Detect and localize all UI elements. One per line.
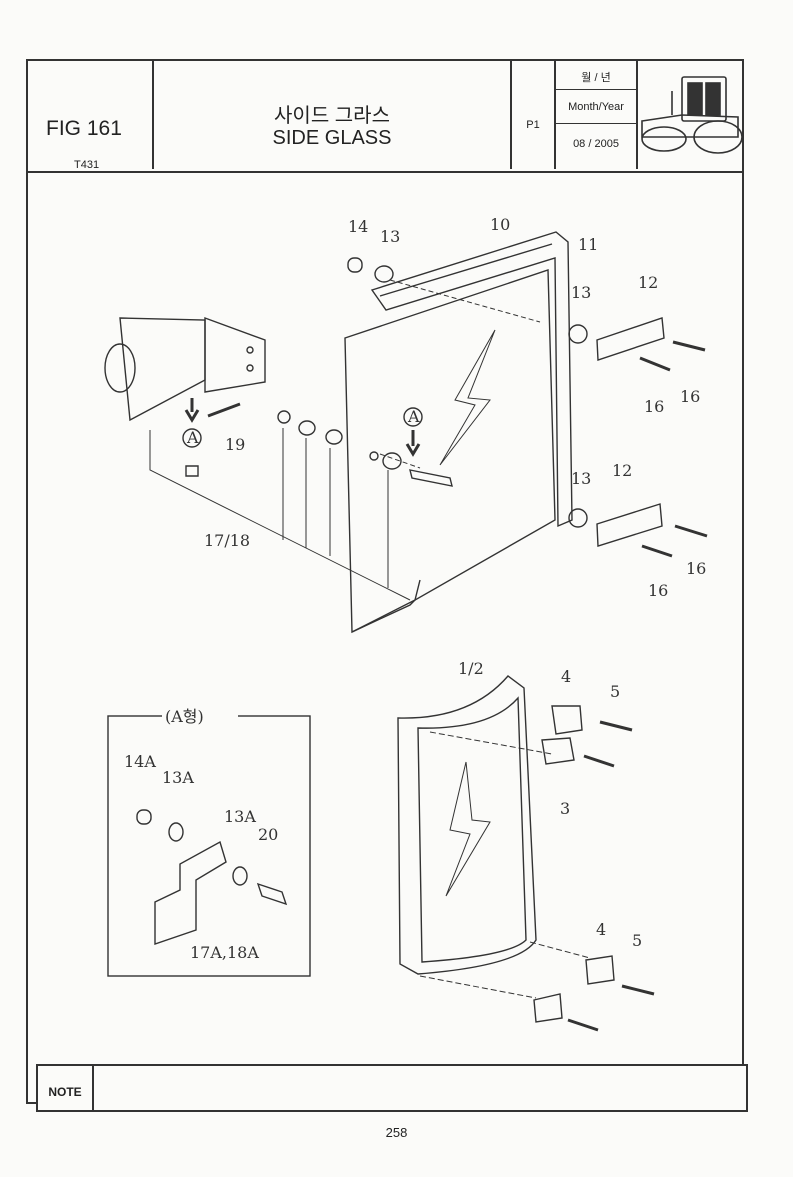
- date-divider: [556, 123, 636, 124]
- glare-mark: [445, 761, 491, 897]
- washer-13: [568, 324, 588, 344]
- callout-13a: 13A: [162, 768, 194, 787]
- handle-grip: [104, 343, 136, 393]
- callout-5: 5: [610, 682, 620, 701]
- nut-a: [185, 465, 199, 477]
- nut-14a: [136, 809, 152, 825]
- callout-17a-18a: 17A,18A: [190, 943, 259, 962]
- callout-11: 11: [578, 235, 598, 254]
- callout-4: 4: [596, 920, 606, 939]
- title-korean: 사이드 그라스: [274, 105, 390, 127]
- note-label: NOTE: [38, 1066, 94, 1110]
- callout-12: 12: [638, 273, 658, 292]
- callout-5: 5: [632, 931, 642, 950]
- tractor-icon-cell: [638, 61, 744, 169]
- callout-14: 14: [348, 217, 368, 236]
- glass-seal-frame: [370, 231, 573, 528]
- screw-16: [639, 356, 671, 372]
- nut-14: [347, 257, 363, 273]
- screw-5: [621, 984, 655, 996]
- callout-13: 13: [380, 227, 400, 246]
- title-block: FIG 161 T431 사이드 그라스 SIDE GLASS P1 월 / 년…: [28, 61, 744, 173]
- panel-edge: [351, 579, 421, 633]
- title-cell: 사이드 그라스 SIDE GLASS: [154, 61, 512, 169]
- screw-5: [599, 720, 633, 732]
- page-code-cell: P1: [512, 61, 556, 169]
- page-number: 258: [385, 1125, 408, 1140]
- callout-13: 13: [571, 283, 591, 302]
- screw-16: [672, 340, 706, 352]
- note-row: NOTE: [36, 1064, 748, 1112]
- callout-10: 10: [490, 215, 510, 234]
- hinge-12-lower: [596, 503, 663, 547]
- date-cell: 월 / 년 Month/Year 08 / 2005: [556, 61, 638, 169]
- figure-number: FIG 161: [46, 117, 122, 140]
- date-label-korean: 월 / 년: [581, 72, 611, 84]
- page-code: P1: [526, 119, 540, 131]
- callout-16: 16: [680, 387, 700, 406]
- curved-glass-inner: [417, 696, 527, 963]
- callout-12: 12: [612, 461, 632, 480]
- glass-panel: [344, 269, 556, 634]
- washer-13a: [232, 866, 248, 886]
- arrow-down-icon: [184, 398, 200, 423]
- date-value: 08 / 2005: [573, 138, 619, 150]
- screw-16: [674, 524, 708, 538]
- bracket-17a-18a: [154, 840, 227, 945]
- callout-4: 4: [561, 667, 571, 686]
- callout-17-18: 17/18: [204, 531, 250, 550]
- callout-3: 3: [560, 799, 570, 818]
- washer-13a: [168, 822, 184, 842]
- bracket-4-upper: [541, 737, 575, 765]
- callout-a: A: [186, 428, 199, 447]
- figure-cell: FIG 161 T431: [28, 61, 154, 171]
- bracket-4-lower: [533, 993, 563, 1023]
- title-english: SIDE GLASS: [272, 127, 392, 149]
- bracket-4-lower: [585, 955, 615, 985]
- screw-5: [567, 1018, 599, 1032]
- arrow-down-icon: [405, 430, 421, 457]
- date-label-english: Month/Year: [568, 101, 624, 113]
- bracket-4-upper: [551, 705, 583, 735]
- washer-13: [374, 265, 394, 283]
- callout-16: 16: [686, 559, 706, 578]
- glare-mark: [439, 329, 496, 466]
- callout-1-2: 1/2: [458, 659, 484, 678]
- callout-13: 13: [571, 469, 591, 488]
- screw-16: [641, 544, 673, 558]
- model-code: T431: [74, 159, 100, 171]
- stud-bolt: [409, 469, 453, 487]
- callout-14a: 14A: [124, 752, 156, 771]
- washer-13: [568, 508, 588, 528]
- callout-13a: 13A: [224, 807, 256, 826]
- callout-19: 19: [225, 435, 245, 454]
- detail-a-marker: [182, 428, 202, 448]
- curved-glass: [397, 675, 537, 975]
- inset-title: (A형): [165, 707, 204, 726]
- tractor-icon: [641, 76, 743, 154]
- stud-20: [256, 882, 288, 906]
- screw-5: [583, 754, 615, 768]
- callout-a: A: [407, 407, 420, 426]
- callout-16: 16: [648, 581, 668, 600]
- detail-a-marker: [403, 407, 423, 427]
- callout-20: 20: [258, 825, 278, 844]
- screw-19: [207, 402, 241, 418]
- hinge-12-upper: [596, 317, 665, 361]
- date-divider: [556, 89, 636, 90]
- handle-bracket: [204, 316, 266, 393]
- callout-16: 16: [644, 397, 664, 416]
